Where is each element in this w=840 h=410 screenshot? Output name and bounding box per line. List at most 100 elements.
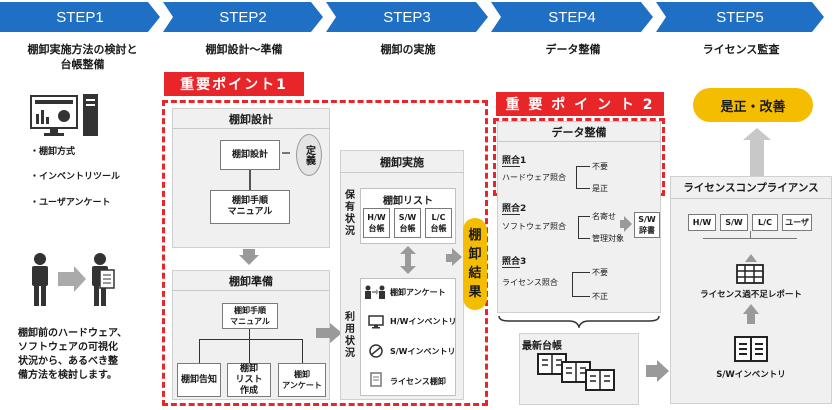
monitor-computer-icon [30, 94, 98, 136]
prep-tree-mid [249, 339, 250, 363]
match2-label: 照合2 [502, 204, 527, 214]
prep-exec-arrow-head [330, 323, 342, 343]
step1-heading: 棚卸実施方法の検討と 台帳整備 [5, 42, 160, 72]
ledger-hw-line2: 台帳 [368, 224, 385, 233]
disc-icon [369, 344, 383, 358]
inventory-report-arrow-head [743, 304, 759, 314]
result-char-2: 卸 [468, 247, 482, 262]
match3-label: 照合3 [502, 257, 527, 267]
usage-char-3: 状 [345, 336, 355, 347]
definition-ellipse: 定義 [296, 134, 322, 176]
prep-list-box: 棚卸 リスト 作成 [227, 363, 271, 397]
holding-status-label: 保 有 状 況 [344, 190, 356, 238]
match3-underline [502, 267, 520, 268]
correction-improvement-pill: 是正・改善 [693, 88, 813, 122]
step4-heading: データ整備 [545, 43, 601, 56]
data-panel [497, 121, 661, 313]
step-banner-2: STEP2 [163, 2, 323, 32]
dictionary-arrow-head [624, 216, 632, 232]
step-banner-5: STEP5 [656, 2, 824, 32]
latest-ledger-title: 最新台帳 [522, 341, 562, 352]
data-summary-brace [498, 315, 660, 328]
prep-tree-stem [249, 329, 250, 339]
sw-inventory-icon [734, 336, 768, 362]
prep-survey-line2: アンケート [282, 381, 322, 390]
audit-tag-lc: L/C [752, 214, 778, 231]
usage-item-survey: 棚卸アンケート [390, 288, 446, 297]
design-manual-line1: 棚卸手順 [231, 196, 268, 206]
result-char-3: 結 [468, 266, 482, 281]
data-title: データ整備 [551, 126, 607, 139]
step-banner-1: STEP1 [0, 2, 160, 32]
match3-text: ライセンス照合 [502, 278, 558, 287]
step5-heading: ライセンス監査 [702, 43, 780, 56]
audit-report-arrow-head [745, 254, 757, 262]
result-char-1: 棚 [468, 228, 482, 243]
design-prep-arrow-shaft [243, 249, 255, 255]
prep-exec-arrow-shaft [316, 328, 330, 338]
step1-bullet-3: ・ユーザアンケート [30, 198, 111, 208]
match1-top-branch [576, 166, 590, 167]
ledger-sw: S/W 台帳 [394, 208, 421, 238]
design-divider [172, 128, 330, 129]
holding-char-1: 保 [345, 190, 355, 201]
inventory-result-pill: 棚 卸 結 果 [463, 218, 487, 310]
audit-up-arrow-shaft [750, 140, 764, 176]
prep-tree-right [302, 339, 303, 363]
match3-top-branch [572, 272, 590, 273]
step1-bullet-1: ・棚卸方式 [30, 147, 76, 157]
ledger-stack-icon [537, 353, 615, 391]
design-manual-box: 棚卸手順 マニュアル [210, 190, 290, 224]
match1-outcome-b: 是正 [592, 184, 608, 193]
step1-desc-line1: 棚卸前のハードウェア、 [18, 328, 127, 339]
prep-tree-left [199, 339, 200, 363]
prep-survey-box: 棚卸 アンケート [278, 363, 326, 397]
prep-manual-line2: マニュアル [230, 317, 270, 326]
design-panel [172, 108, 330, 248]
ledger-lc-line2: 台帳 [430, 224, 447, 233]
usage-char-2: 用 [345, 324, 355, 335]
exec-divider [340, 172, 464, 173]
usage-char-4: 況 [345, 348, 355, 359]
prep-list-line3: 作成 [239, 385, 258, 396]
sw-dictionary-box: S/W 辞書 [634, 212, 660, 238]
sw-dictionary-line2: 辞書 [639, 226, 655, 235]
ledger-audit-arrow-head [657, 360, 669, 382]
step1-desc-line4: 備方法を検討します。 [18, 370, 117, 381]
design-box: 棚卸設計 [220, 140, 280, 170]
usage-item-license: ライセンス棚卸 [390, 377, 446, 386]
data-divider [497, 141, 661, 142]
match2-bracket [578, 216, 579, 238]
match2-underline [502, 214, 520, 215]
step3-heading: 棚卸の実施 [380, 43, 436, 56]
holding-char-3: 状 [345, 214, 355, 225]
step1-description: 棚卸前のハードウェア、 ソフトウェアの可視化 状況から、あるべき整 備方法を検討… [18, 327, 127, 383]
prep-list-line2: リスト [235, 374, 263, 385]
audit-tags-bar [703, 238, 797, 239]
exec-result-arrow-shaft [446, 254, 454, 262]
person-to-person-document-icon [32, 253, 115, 306]
inventory-report-arrow-shaft [747, 314, 755, 324]
match3-outcome-b: 不正 [592, 292, 608, 301]
prep-notice-box: 棚卸告知 [177, 363, 221, 397]
match2-top-branch [578, 216, 590, 217]
step1-heading-line1: 棚卸実施方法の検討と [27, 43, 138, 56]
exec-title: 棚卸実施 [380, 156, 424, 169]
sw-dictionary-line1: S/W [638, 215, 656, 224]
audit-tags-connector [750, 231, 751, 239]
license-document-icon [370, 372, 382, 387]
important-point-2-label: 重 要 ポ イ ン ト 2 [496, 92, 664, 116]
step1-bullet-2: ・インベントリツール [30, 172, 121, 182]
match1-bottom-branch [576, 188, 590, 189]
match2-outcome-b: 管理対象 [592, 234, 624, 243]
exec-result-arrow-head [452, 248, 462, 266]
prep-divider [172, 290, 330, 291]
ledger-sw-line2: 台帳 [399, 224, 416, 233]
ledger-hw-line1: H/W [367, 213, 386, 222]
prep-title: 棚卸準備 [229, 275, 273, 288]
design-title: 棚卸設計 [229, 113, 273, 126]
ledger-lc-line1: L/C [431, 213, 446, 222]
match1-outcome-a: 不要 [592, 162, 608, 171]
ledger-sw-line1: S/W [398, 213, 417, 222]
audit-tag-sw: S/W [720, 214, 748, 231]
